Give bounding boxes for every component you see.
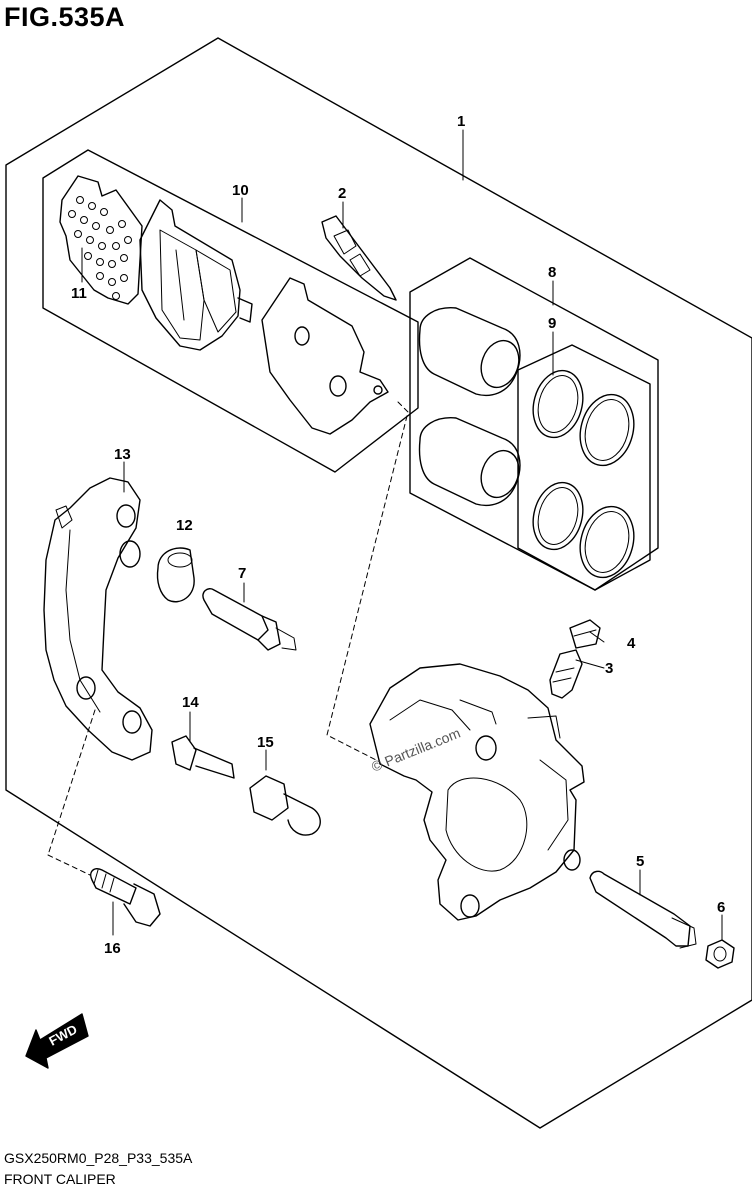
bleeder-cap-4 — [569, 619, 601, 649]
callout-14: 14 — [182, 694, 199, 711]
piston-upper — [418, 307, 521, 397]
leader-lines — [47, 129, 723, 941]
callout-10: 10 — [232, 182, 249, 199]
callout-2: 2 — [338, 185, 346, 202]
callout-4: 4 — [627, 635, 636, 652]
pad-set-frame — [42, 149, 419, 473]
callout-15: 15 — [257, 734, 274, 751]
piston-kit-frame — [409, 257, 659, 591]
seal-kit-frame — [517, 344, 651, 591]
callout-3: 3 — [605, 660, 613, 677]
slide-pin-5 — [589, 870, 697, 949]
bleeder-screw-3 — [549, 649, 583, 699]
piston-lower — [418, 417, 521, 507]
slide-pin-7 — [202, 588, 297, 651]
callout-7: 7 — [238, 565, 246, 582]
callout-8: 8 — [548, 264, 556, 281]
callout-16: 16 — [104, 940, 121, 957]
bolt-15 — [249, 775, 321, 836]
figure-caption: FRONT CALIPER — [4, 1171, 116, 1187]
caliper-assembly-frame — [5, 37, 752, 1129]
bolt-16 — [90, 868, 161, 927]
pad-shim-11 — [59, 175, 143, 305]
boot-12 — [156, 547, 195, 603]
caliper-body — [369, 663, 585, 921]
callout-1: 1 — [457, 113, 465, 130]
watermark: © Partzilla.com — [369, 725, 462, 775]
pin-14 — [171, 735, 235, 779]
callout-12: 12 — [176, 517, 193, 534]
forward-direction-arrow: FWD — [25, 1013, 89, 1069]
callout-11: 11 — [71, 285, 87, 302]
model-code: GSX250RM0_P28_P33_535A — [4, 1150, 193, 1166]
nut-6 — [705, 939, 735, 969]
figure-title: FIG.535A — [4, 2, 126, 32]
pad-spring-2 — [321, 215, 397, 301]
caliper-bracket-13 — [43, 477, 153, 761]
brake-pad-rear — [261, 277, 389, 435]
callout-9: 9 — [548, 315, 556, 332]
piston-seals — [532, 369, 635, 579]
callout-5: 5 — [636, 853, 644, 870]
callout-13: 13 — [114, 446, 131, 463]
callout-6: 6 — [717, 899, 725, 916]
brake-pad-front — [139, 199, 253, 351]
